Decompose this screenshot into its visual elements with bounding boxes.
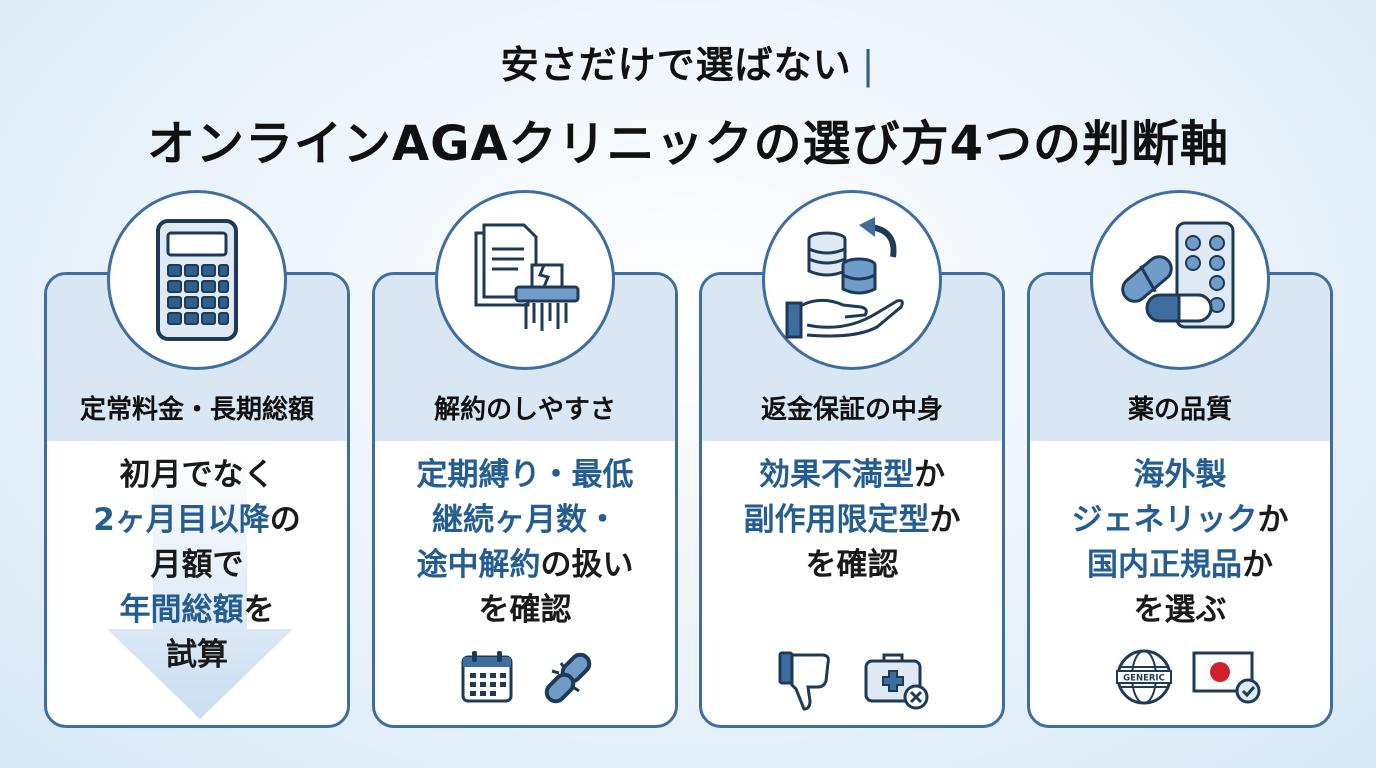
card-body-line: ジェネリックか — [1030, 498, 1330, 543]
card-body-line: 途中解約の扱い — [375, 543, 675, 588]
page-title: オンラインAGAクリニックの選び方4つの判断軸 — [146, 116, 1230, 172]
card-body-line: 試算 — [47, 633, 347, 678]
card-body: 効果不満型か副作用限定型かを確認 — [702, 453, 1002, 588]
refund-coins-hand-icon — [785, 217, 904, 339]
card-body-line: 2ヶ月目以降の — [47, 498, 347, 543]
calendar-icon — [461, 651, 513, 703]
body-text: 初月でなく — [119, 457, 275, 493]
highlight-text: 継続ヶ月数・ — [432, 502, 618, 538]
title-bar-mark: | — [861, 43, 876, 87]
page-subtitle: 安さだけで選ばない| — [0, 34, 1376, 89]
card-body-line: 効果不満型か — [702, 453, 1002, 498]
highlight-text: 2ヶ月目以降 — [93, 502, 270, 538]
thumbs-down-icon — [778, 651, 830, 711]
card-body-line: を確認 — [375, 588, 675, 633]
highlight-text: 途中解約 — [416, 547, 541, 583]
card-body-line: 副作用限定型か — [702, 498, 1002, 543]
card-body-line: 国内正規品か — [1030, 543, 1330, 588]
card-body-line: を確認 — [702, 543, 1002, 588]
icon-circle — [435, 190, 615, 370]
body-text: を確認 — [478, 592, 572, 628]
highlight-text: 副作用限定型 — [743, 502, 930, 538]
globe-generic-icon: GENERIC — [1116, 649, 1172, 705]
card-body-line: 月額で — [47, 543, 347, 588]
card-body-line: 定期縛り・最低 — [375, 453, 675, 498]
highlight-text: 年間総額 — [119, 592, 244, 628]
card-body-line: 年間総額を — [47, 588, 347, 633]
highlight-text: 定期縛り・最低 — [416, 457, 634, 493]
card-label: 解約のしやすさ — [434, 395, 616, 425]
broken-link-icon — [544, 652, 592, 704]
body-text: を選ぶ — [1133, 592, 1227, 628]
icon-circle — [107, 190, 287, 370]
body-text: 試算 — [166, 637, 228, 673]
body-text: か — [1242, 547, 1273, 583]
body-text: の扱い — [540, 547, 634, 583]
highlight-text: 効果不満型 — [759, 457, 914, 493]
card-body-line: 継続ヶ月数・ — [375, 498, 675, 543]
icon-circle — [1090, 190, 1270, 370]
card-body: 定期縛り・最低継続ヶ月数・途中解約の扱いを確認 — [375, 453, 675, 633]
card-label: 薬の品質 — [1127, 395, 1232, 425]
card-label: 返金保証の中身 — [760, 395, 943, 425]
subtitle-text: 安さだけで選ばない — [500, 43, 852, 87]
card-body-line: 初月でなく — [47, 453, 347, 498]
card-label: 定常料金・長期総額 — [79, 395, 314, 425]
card-body-line: 海外製 — [1030, 453, 1330, 498]
japan-flag-check-icon — [1192, 651, 1261, 704]
highlight-text: ジェネリック — [1071, 502, 1258, 538]
calculator-icon — [156, 219, 238, 341]
highlight-text: 国内正規品 — [1087, 547, 1242, 583]
globe-label: GENERIC — [1123, 674, 1165, 684]
body-text: 月額で — [150, 547, 244, 583]
body-text: か — [914, 457, 945, 493]
down-arrow-icon — [107, 451, 293, 719]
medical-kit-x-icon — [864, 653, 929, 710]
body-text: を — [243, 592, 275, 628]
body-text: か — [1257, 502, 1289, 538]
body-text: の — [269, 502, 301, 538]
document-shredder-icon — [474, 223, 580, 331]
body-text: か — [929, 502, 961, 538]
card-refund: 返金保証の中身 効果不満型か副作用限定型かを確認 — [699, 272, 1005, 728]
body-text: を確認 — [805, 547, 899, 583]
icon-circle — [762, 190, 942, 370]
highlight-text: 海外製 — [1133, 457, 1227, 493]
pills-blister-icon — [1121, 221, 1235, 329]
card-body: 海外製ジェネリックか国内正規品かを選ぶ — [1030, 453, 1330, 633]
card-body-line: を選ぶ — [1030, 588, 1330, 633]
